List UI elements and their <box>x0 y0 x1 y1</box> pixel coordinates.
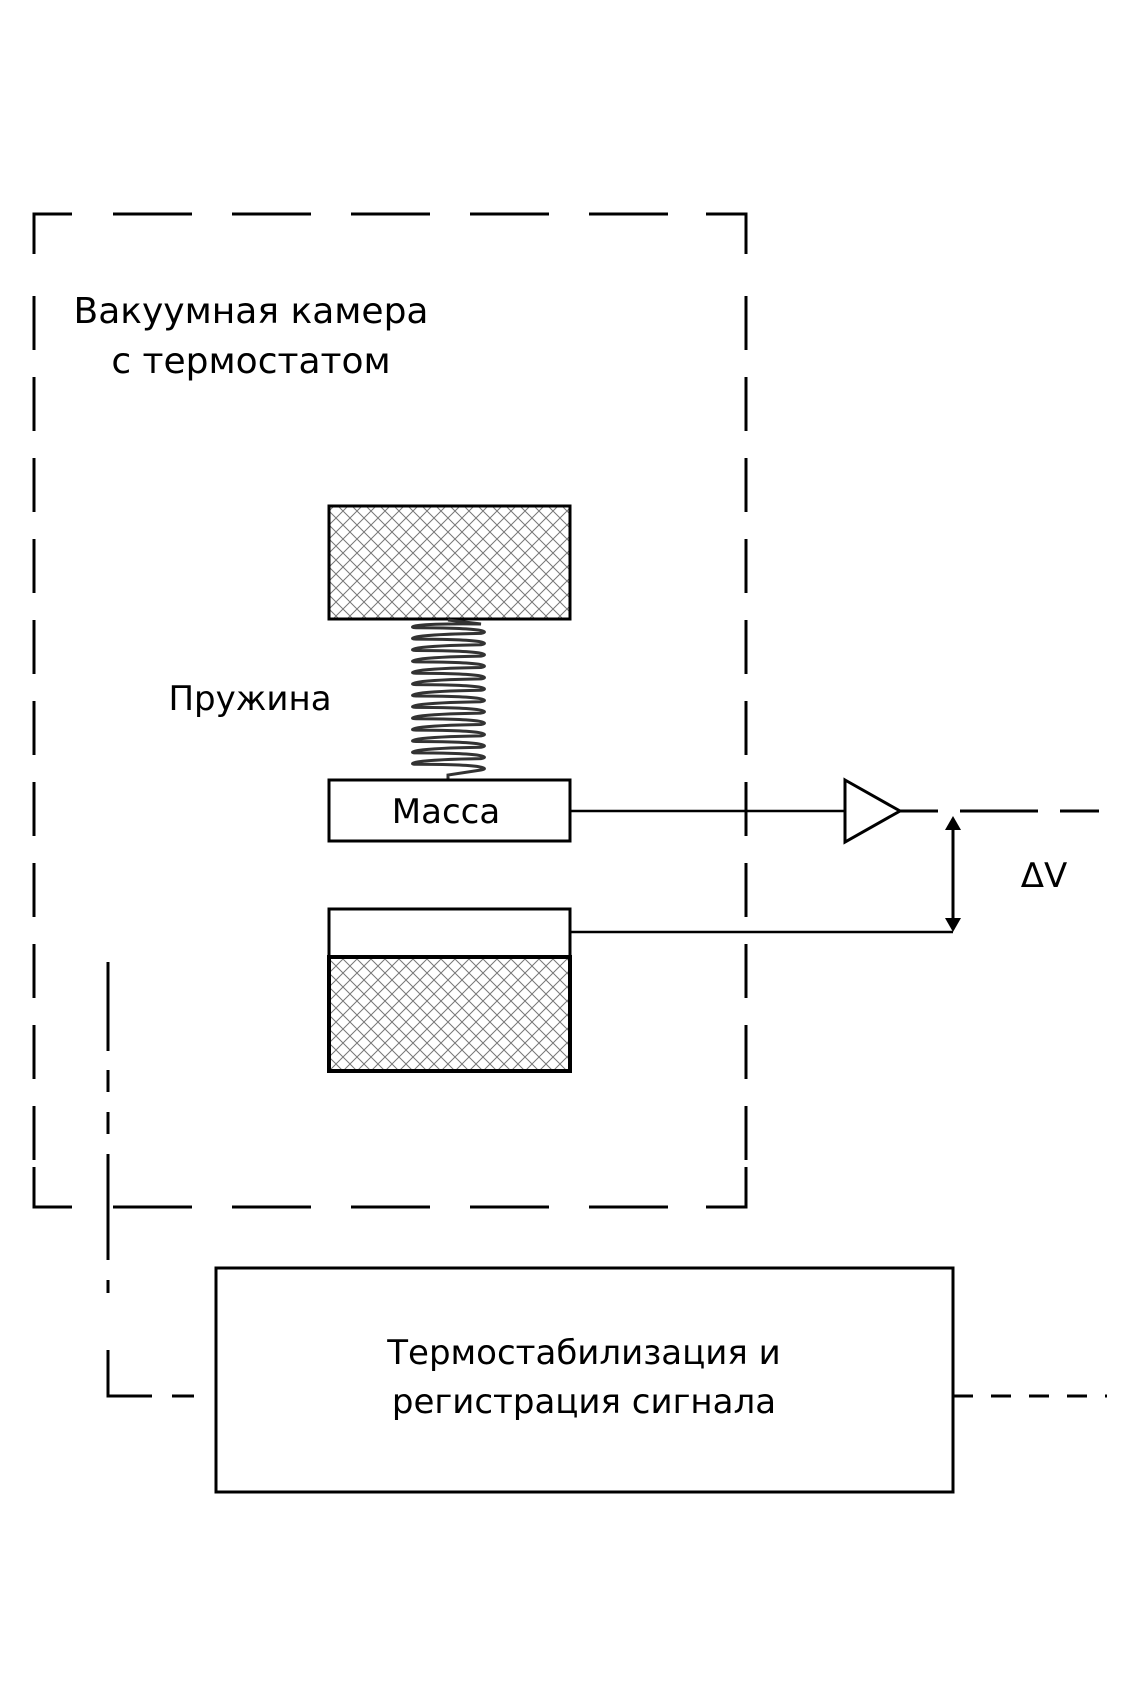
control-box-line1: Термостабилизация и <box>386 1333 780 1373</box>
upper-fixed-block <box>327 504 572 621</box>
chamber-title-line1: Вакуумная камера <box>74 291 429 332</box>
amplifier-icon <box>843 777 904 845</box>
electrode-plate <box>327 907 572 959</box>
spring-icon <box>411 618 486 781</box>
arrow-down-icon <box>945 918 961 932</box>
arrow-up-icon <box>945 816 961 830</box>
spring-label: Пружина <box>168 679 331 719</box>
vacuum-chamber-border <box>32 212 748 1209</box>
chamber-title-line2: с термостатом <box>111 341 390 382</box>
delta-v-label: ΔV <box>1021 856 1068 896</box>
voltage-difference-arrow <box>945 816 961 932</box>
thermal-control-line <box>106 962 194 1398</box>
lower-fixed-block <box>327 955 572 1073</box>
control-box <box>214 1266 955 1494</box>
mass-label: Масса <box>392 792 500 832</box>
proof-mass <box>327 778 572 843</box>
control-box-line2: регистрация сигнала <box>392 1382 776 1422</box>
